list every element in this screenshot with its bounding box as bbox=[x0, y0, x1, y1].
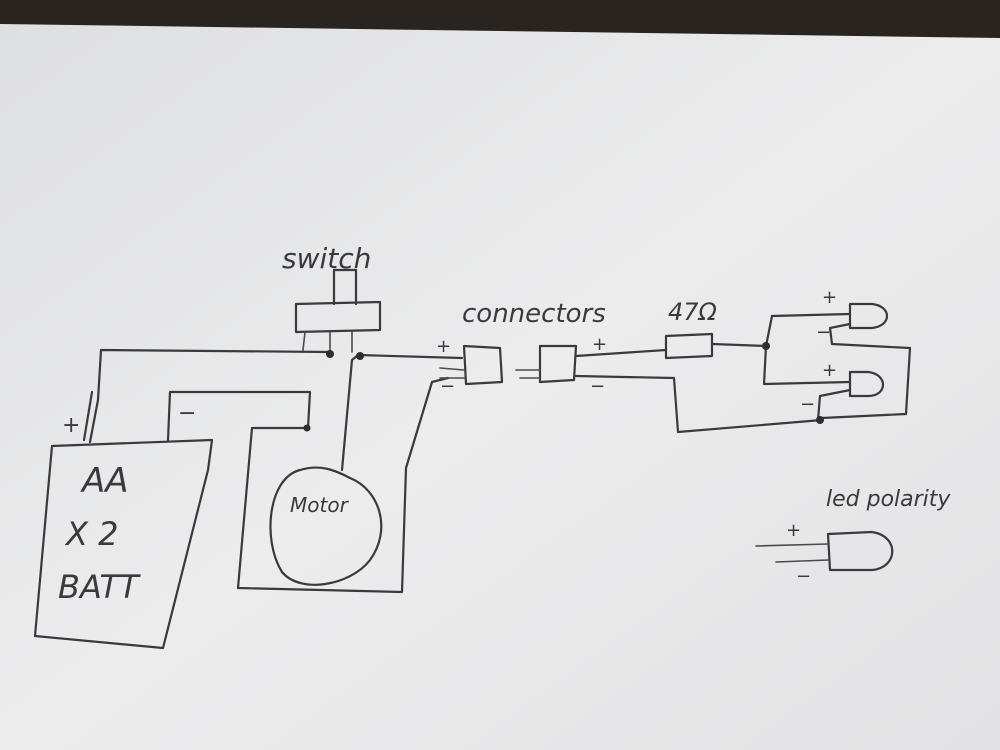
motor-label: Motor bbox=[290, 493, 350, 517]
legend-led-body bbox=[826, 530, 894, 572]
wire-battery-plus bbox=[88, 348, 332, 444]
junction-switch-left bbox=[326, 350, 334, 358]
power-wiring bbox=[82, 348, 464, 594]
wire-motor-loop bbox=[236, 376, 450, 594]
connectors-label: connectors bbox=[462, 299, 606, 329]
resistor bbox=[664, 332, 714, 360]
motor-circle bbox=[269, 466, 383, 586]
switch-knob bbox=[332, 268, 358, 306]
connector-left-pins bbox=[439, 367, 465, 379]
battery-label-x2: X 2 bbox=[64, 515, 118, 553]
battery-minus-sign: − bbox=[178, 401, 196, 426]
legend-minus: − bbox=[796, 566, 811, 587]
battery-plus-sign: + bbox=[62, 413, 80, 438]
connector-right-plus: + bbox=[592, 334, 607, 355]
wire-switch-to-connector bbox=[356, 353, 464, 360]
switch-label: switch bbox=[282, 242, 371, 275]
led-polarity-legend: led polarity + − bbox=[755, 487, 951, 587]
battery: AA X 2 BATT + − bbox=[33, 401, 214, 650]
wire-battery-minus bbox=[166, 390, 312, 442]
junction-led-positive bbox=[762, 342, 770, 350]
led-top bbox=[848, 302, 889, 330]
led-bottom bbox=[848, 370, 885, 398]
switch-body bbox=[294, 300, 382, 334]
legend-plus: + bbox=[786, 520, 801, 541]
led-bottom-plus: + bbox=[822, 360, 837, 381]
connector-left-plus: + bbox=[436, 336, 451, 357]
junction-led-negative bbox=[816, 416, 824, 424]
wire-switch-to-motor bbox=[340, 353, 360, 472]
led-top-plus: + bbox=[822, 287, 837, 308]
paper-sheet bbox=[0, 24, 1000, 750]
motor: Motor bbox=[269, 466, 383, 586]
wire-connector-to-resistor bbox=[574, 348, 668, 358]
wire-resistor-to-leds bbox=[710, 342, 768, 348]
led-polarity-label: led polarity bbox=[826, 487, 951, 512]
return-wire bbox=[574, 374, 824, 434]
wire-battery-plus-tick bbox=[82, 390, 94, 442]
connector-right-minus: − bbox=[590, 376, 605, 397]
junction-switch-right bbox=[356, 352, 364, 360]
led-top-cathode-wire bbox=[820, 322, 912, 420]
legend-led-lead-short bbox=[775, 559, 829, 563]
legend-led-lead-long bbox=[755, 543, 829, 547]
led-bottom-cathode-wire bbox=[816, 388, 852, 422]
switch: switch bbox=[282, 242, 382, 353]
led-top-minus: − bbox=[816, 322, 831, 343]
connector-left bbox=[462, 344, 504, 386]
connector-right-pins bbox=[515, 369, 541, 379]
connector-left-minus: − bbox=[440, 376, 455, 397]
switch-pins bbox=[302, 331, 353, 353]
battery-box bbox=[33, 438, 214, 650]
battery-label-batt: BATT bbox=[58, 568, 141, 606]
connectors: connectors + − + − bbox=[436, 299, 607, 397]
junction-motor-top bbox=[303, 424, 311, 432]
led-positive-rail bbox=[762, 314, 852, 386]
battery-label-aa: AA bbox=[80, 461, 129, 501]
led-top-anode-wire bbox=[770, 312, 852, 318]
resistor-label: 47Ω bbox=[668, 298, 718, 326]
led-circuit: 47Ω + − + − bbox=[574, 287, 912, 434]
led-bottom-minus: − bbox=[800, 394, 815, 415]
